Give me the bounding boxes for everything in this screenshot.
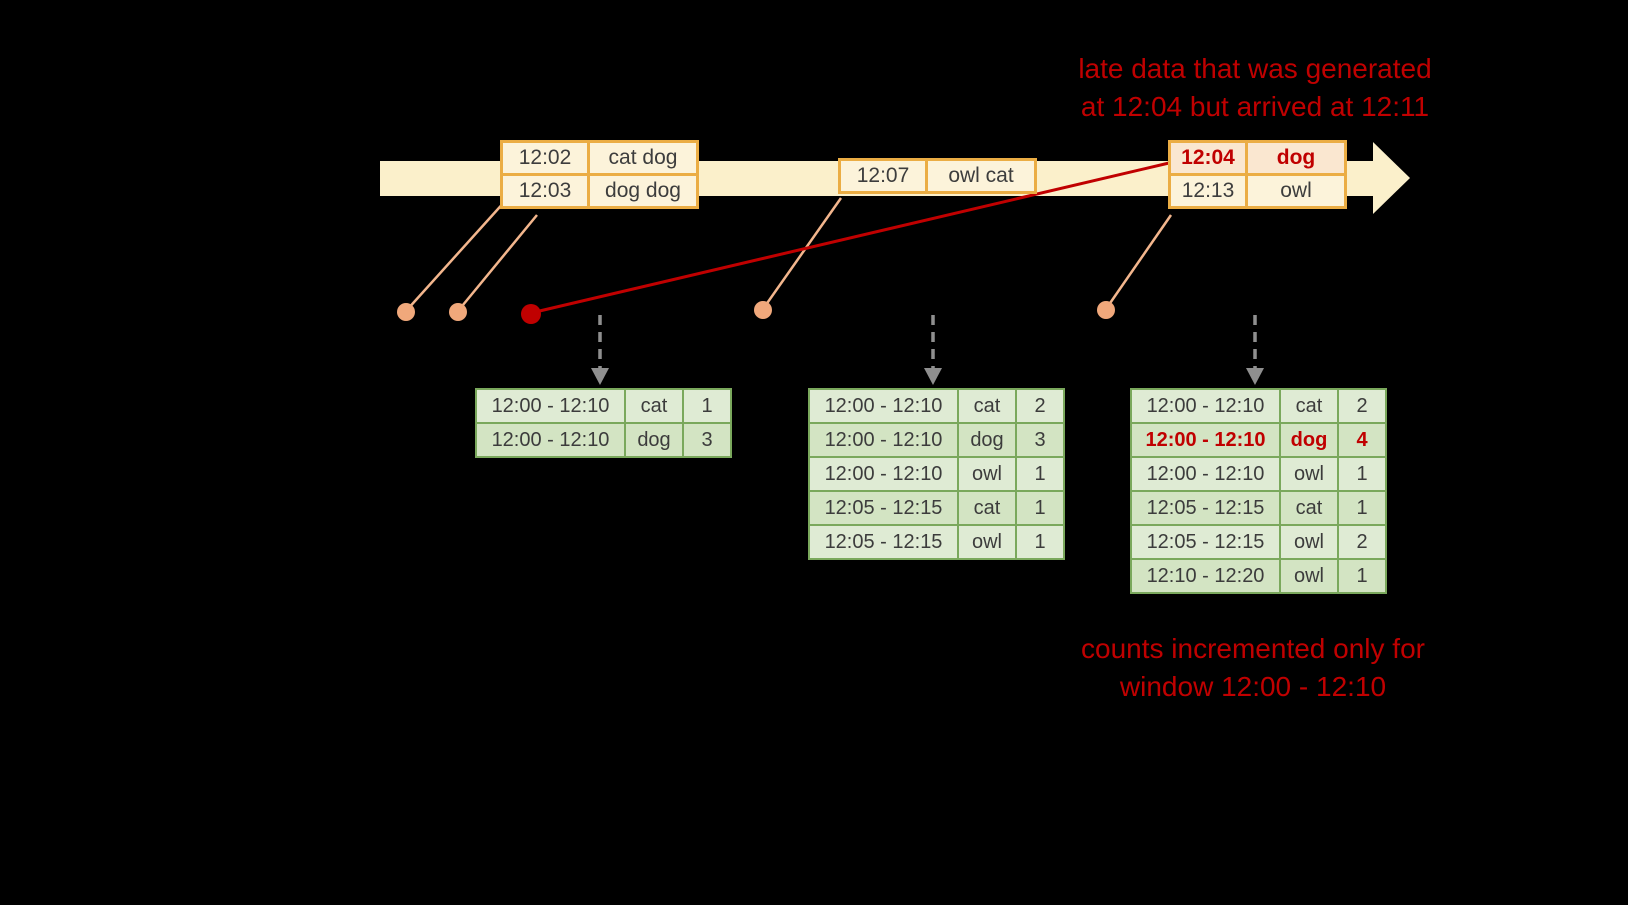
window-cell: 12:05 - 12:15 <box>808 524 959 560</box>
late-data-annotation: late data that was generated at 12:04 bu… <box>985 50 1525 126</box>
count-cell: 2 <box>1337 524 1387 560</box>
result-table-2: 12:00 - 12:10 cat 2 12:00 - 12:10 dog 3 … <box>808 388 1065 560</box>
result-row: 12:10 - 12:20 owl 1 <box>1130 558 1387 594</box>
word-cell: owl <box>957 456 1017 492</box>
counts-incremented-annotation: counts incremented only for window 12:00… <box>983 630 1523 706</box>
result-row: 12:05 - 12:15 owl 1 <box>808 524 1065 560</box>
result-row: 12:00 - 12:10 owl 1 <box>1130 456 1387 492</box>
counts-annotation-line1: counts incremented only for <box>1081 633 1425 664</box>
window-cell: 12:00 - 12:10 <box>1130 422 1281 458</box>
word-cell: cat <box>624 388 684 424</box>
count-cell: 1 <box>1015 490 1065 526</box>
event-dot-1207 <box>754 301 772 319</box>
result-row: 12:00 - 12:10 cat 2 <box>1130 388 1387 424</box>
result-row: 12:00 - 12:10 owl 1 <box>808 456 1065 492</box>
count-cell: 2 <box>1015 388 1065 424</box>
connector-line-1213 <box>1104 214 1173 310</box>
event-words-cell: dog dog <box>587 173 699 209</box>
event-dot-1202 <box>397 303 415 321</box>
window-cell: 12:05 - 12:15 <box>1130 490 1281 526</box>
result-row: 12:00 - 12:10 dog 3 <box>808 422 1065 458</box>
late-event-words-cell: dog <box>1245 140 1347 176</box>
trigger-arrowhead-icon-3 <box>1246 368 1264 385</box>
result-row: 12:00 - 12:10 dog 3 <box>475 422 732 458</box>
window-cell: 12:05 - 12:15 <box>808 490 959 526</box>
event-row: 12:02 cat dog <box>500 140 699 176</box>
window-cell: 12:00 - 12:10 <box>808 388 959 424</box>
event-words-cell: cat dog <box>587 140 699 176</box>
late-event-row: 12:04 dog <box>1168 140 1347 176</box>
event-row: 12:07 owl cat <box>838 158 1037 194</box>
event-dot-1203 <box>449 303 467 321</box>
late-event-time-cell: 12:04 <box>1168 140 1248 176</box>
event-time-cell: 12:03 <box>500 173 590 209</box>
window-cell: 12:00 - 12:10 <box>475 422 626 458</box>
window-cell: 12:05 - 12:15 <box>1130 524 1281 560</box>
count-cell: 1 <box>1337 456 1387 492</box>
count-cell: 1 <box>1337 558 1387 594</box>
word-cell: owl <box>1279 558 1339 594</box>
late-event-dot-1204 <box>521 304 541 324</box>
word-cell: dog <box>957 422 1017 458</box>
word-cell: cat <box>957 490 1017 526</box>
word-cell: cat <box>957 388 1017 424</box>
window-cell: 12:00 - 12:10 <box>1130 456 1281 492</box>
result-row: 12:00 - 12:10 cat 1 <box>475 388 732 424</box>
event-row: 12:03 dog dog <box>500 173 699 209</box>
event-table-1202: 12:02 cat dog 12:03 dog dog <box>500 140 699 209</box>
window-cell: 12:10 - 12:20 <box>1130 558 1281 594</box>
count-cell: 1 <box>1015 456 1065 492</box>
event-time-cell: 12:07 <box>838 158 928 194</box>
event-time-cell: 12:02 <box>500 140 590 176</box>
count-cell: 1 <box>1015 524 1065 560</box>
event-row: 12:13 owl <box>1168 173 1347 209</box>
event-words-cell: owl <box>1245 173 1347 209</box>
result-row: 12:05 - 12:15 cat 1 <box>808 490 1065 526</box>
window-cell: 12:00 - 12:10 <box>808 422 959 458</box>
event-words-cell: owl cat <box>925 158 1037 194</box>
word-cell: owl <box>1279 524 1339 560</box>
connector-line-1202 <box>405 198 508 312</box>
count-cell: 2 <box>1337 388 1387 424</box>
updated-result-row: 12:00 - 12:10 dog 4 <box>1130 422 1387 458</box>
word-cell: owl <box>957 524 1017 560</box>
window-cell: 12:00 - 12:10 <box>1130 388 1281 424</box>
event-dot-1213 <box>1097 301 1115 319</box>
word-cell: cat <box>1279 388 1339 424</box>
result-row: 12:05 - 12:15 cat 1 <box>1130 490 1387 526</box>
event-table-1213: 12:04 dog 12:13 owl <box>1168 140 1347 209</box>
timeline-arrowhead-icon <box>1373 142 1410 214</box>
word-cell: dog <box>624 422 684 458</box>
count-cell: 3 <box>682 422 732 458</box>
trigger-arrowhead-icon-1 <box>591 368 609 385</box>
late-data-annotation-line1: late data that was generated <box>1078 53 1432 84</box>
count-cell: 3 <box>1015 422 1065 458</box>
result-row: 12:05 - 12:15 owl 2 <box>1130 524 1387 560</box>
word-cell: dog <box>1279 422 1339 458</box>
window-cell: 12:00 - 12:10 <box>475 388 626 424</box>
count-cell: 1 <box>1337 490 1387 526</box>
count-cell: 1 <box>682 388 732 424</box>
word-cell: cat <box>1279 490 1339 526</box>
result-row: 12:00 - 12:10 cat 2 <box>808 388 1065 424</box>
result-table-3: 12:00 - 12:10 cat 2 12:00 - 12:10 dog 4 … <box>1130 388 1387 594</box>
count-cell: 4 <box>1337 422 1387 458</box>
event-time-cell: 12:13 <box>1168 173 1248 209</box>
counts-annotation-line2: window 12:00 - 12:10 <box>1119 671 1387 702</box>
word-cell: owl <box>1279 456 1339 492</box>
window-cell: 12:00 - 12:10 <box>808 456 959 492</box>
trigger-arrowhead-icon-2 <box>924 368 942 385</box>
event-table-1207: 12:07 owl cat <box>838 158 1037 194</box>
late-data-annotation-line2: at 12:04 but arrived at 12:11 <box>1080 91 1430 122</box>
connector-line-1207 <box>761 197 843 310</box>
connector-line-1203 <box>457 214 538 312</box>
result-table-1: 12:00 - 12:10 cat 1 12:00 - 12:10 dog 3 <box>475 388 732 458</box>
late-data-connector-line <box>530 161 1170 315</box>
